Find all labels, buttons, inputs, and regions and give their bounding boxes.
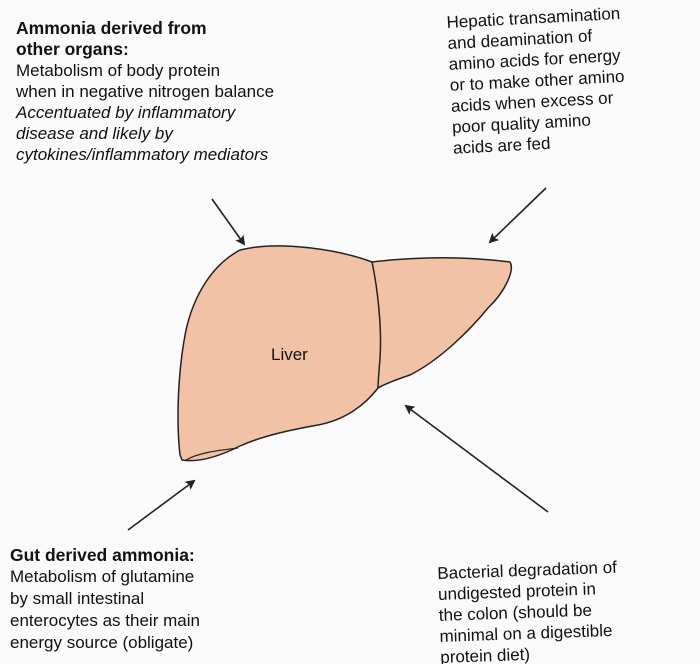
- gut-ammonia-title-line: Gut derived ammonia:: [10, 544, 200, 566]
- organ-ammonia-italic-line: cytokines/inflammatory mediators: [16, 144, 274, 165]
- organ-ammonia-title-line: Ammonia derived from: [16, 18, 274, 39]
- organ-ammonia-body-line: Metabolism of body protein: [16, 60, 274, 81]
- gut-ammonia-body-line: by small intestinal: [10, 588, 200, 610]
- gut-ammonia-body-line: enterocytes as their main: [10, 610, 200, 632]
- gut-ammonia-body-line: energy source (obligate): [10, 632, 200, 654]
- liver-shape: [178, 246, 511, 461]
- gut-ammonia-text: Gut derived ammonia: Metabolism of gluta…: [10, 544, 200, 654]
- organ-ammonia-italic-line: disease and likely by: [16, 123, 274, 144]
- organ-ammonia-text: Ammonia derived from other organs: Metab…: [16, 18, 274, 165]
- arrow-bottom-right: [406, 406, 548, 512]
- organ-ammonia-italic-line: Accentuated by inflammatory: [16, 102, 274, 123]
- arrow-top-right: [490, 188, 546, 242]
- organ-ammonia-body-line: when in negative nitrogen balance: [16, 81, 274, 102]
- liver-label: Liver: [271, 345, 308, 365]
- arrow-bottom-left: [128, 481, 194, 530]
- hepatic-transamination-text: Hepatic transamination and deamination o…: [446, 3, 628, 159]
- organ-ammonia-title-line: other organs:: [16, 39, 274, 60]
- arrow-top-left: [212, 199, 244, 244]
- gut-ammonia-body-line: Metabolism of glutamine: [10, 566, 200, 588]
- bacterial-degradation-text: Bacterial degradation of undigested prot…: [437, 557, 620, 664]
